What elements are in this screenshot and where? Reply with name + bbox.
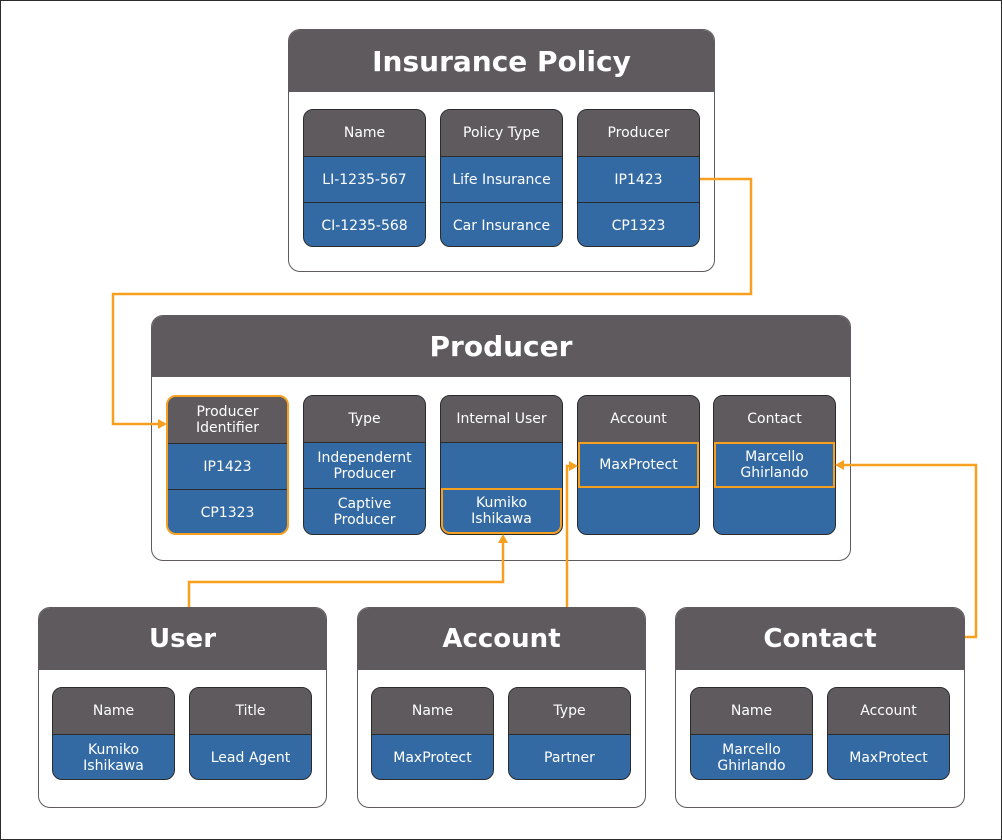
account-name-header: Name — [372, 688, 493, 734]
producer-title: Producer — [152, 316, 850, 377]
account-type-column: Type Partner — [508, 687, 631, 780]
producer-internal-user-column: Internal User Kumiko Ishikawa — [440, 395, 563, 535]
producer-identifier-cell: CP1323 — [168, 489, 287, 533]
producer-contact-column: Contact Marcello Ghirlando — [713, 395, 836, 535]
producer-contact-cell: Marcello Ghirlando — [714, 442, 835, 488]
account-name-cell: MaxProtect — [372, 734, 493, 779]
producer-account-column: Account MaxProtect — [577, 395, 700, 535]
contact-account-column: Account MaxProtect — [827, 687, 950, 780]
account-type-cell: Partner — [509, 734, 630, 779]
contact-account-cell: MaxProtect — [828, 734, 949, 779]
producer-type-header: Type — [304, 396, 425, 442]
producer-identifier-cell: IP1423 — [168, 443, 287, 489]
contact-title: Contact — [676, 608, 964, 670]
ip-name-header: Name — [304, 110, 425, 156]
account-title: Account — [358, 608, 645, 670]
account-type-header: Type — [509, 688, 630, 734]
contact-account-header: Account — [828, 688, 949, 734]
producer-internal-user-header: Internal User — [441, 396, 562, 442]
contact-name-column: Name Marcello Ghirlando — [690, 687, 813, 780]
ip-policy-type-column: Policy Type Life Insurance Car Insurance — [440, 109, 563, 247]
ip-name-cell: LI-1235-567 — [304, 156, 425, 202]
ip-policy-type-cell: Car Insurance — [441, 202, 562, 246]
producer-type-column: Type Independernt Producer Captive Produ… — [303, 395, 426, 535]
user-name-column: Name Kumiko Ishikawa — [52, 687, 175, 780]
producer-contact-header: Contact — [714, 396, 835, 442]
ip-producer-cell: IP1423 — [578, 156, 699, 202]
producer-contact-cell — [714, 488, 835, 534]
ip-name-cell: CI-1235-568 — [304, 202, 425, 246]
user-name-header: Name — [53, 688, 174, 734]
producer-identifier-column: Producer Identifier IP1423 CP1323 — [166, 395, 289, 535]
user-title-header: Title — [190, 688, 311, 734]
producer-type-cell: Captive Producer — [304, 488, 425, 534]
ip-policy-type-header: Policy Type — [441, 110, 562, 156]
ip-name-column: Name LI-1235-567 CI-1235-568 — [303, 109, 426, 247]
producer-internal-user-cell — [441, 442, 562, 488]
user-title: User — [39, 608, 326, 670]
account-name-column: Name MaxProtect — [371, 687, 494, 780]
ip-producer-cell: CP1323 — [578, 202, 699, 246]
producer-internal-user-cell: Kumiko Ishikawa — [441, 488, 562, 534]
producer-account-cell — [578, 488, 699, 534]
producer-account-header: Account — [578, 396, 699, 442]
ip-producer-column: Producer IP1423 CP1323 — [577, 109, 700, 247]
ip-producer-header: Producer — [578, 110, 699, 156]
user-name-cell: Kumiko Ishikawa — [53, 734, 174, 779]
contact-name-cell: Marcello Ghirlando — [691, 734, 812, 779]
insurance-policy-title: Insurance Policy — [289, 30, 714, 92]
ip-policy-type-cell: Life Insurance — [441, 156, 562, 202]
producer-type-cell: Independernt Producer — [304, 442, 425, 488]
producer-account-cell: MaxProtect — [578, 442, 699, 488]
user-title-cell: Lead Agent — [190, 734, 311, 779]
producer-identifier-header: Producer Identifier — [168, 397, 287, 443]
user-title-column: Title Lead Agent — [189, 687, 312, 780]
contact-name-header: Name — [691, 688, 812, 734]
